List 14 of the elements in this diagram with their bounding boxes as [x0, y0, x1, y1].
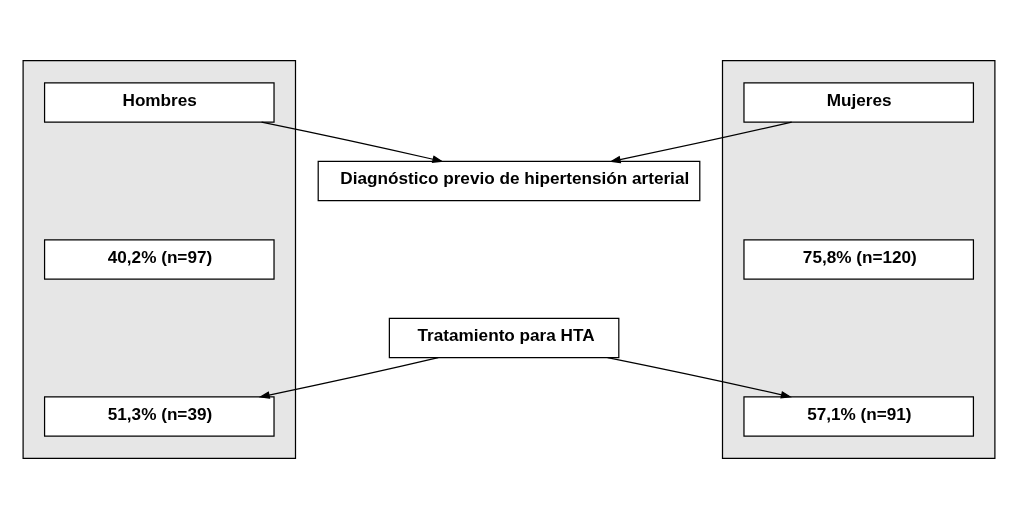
node-box: 57,1% (n=91) [743, 396, 975, 437]
node-box: Mujeres [743, 82, 975, 123]
arrow [606, 357, 792, 399]
arrow [258, 357, 439, 399]
node-box: 51,3% (n=39) [43, 396, 275, 437]
cluster [721, 60, 996, 459]
node-box: Diagnóstico previo de hipertensión arterial [317, 160, 701, 202]
node-box: Tratamiento para HTA [388, 317, 620, 359]
cluster [22, 60, 297, 459]
arrow [609, 121, 793, 164]
node-box: 40,2% (n=97) [43, 239, 275, 280]
node-box: Hombres [43, 82, 275, 123]
node-box: 75,8% (n=120) [743, 239, 975, 280]
arrow [260, 121, 444, 163]
